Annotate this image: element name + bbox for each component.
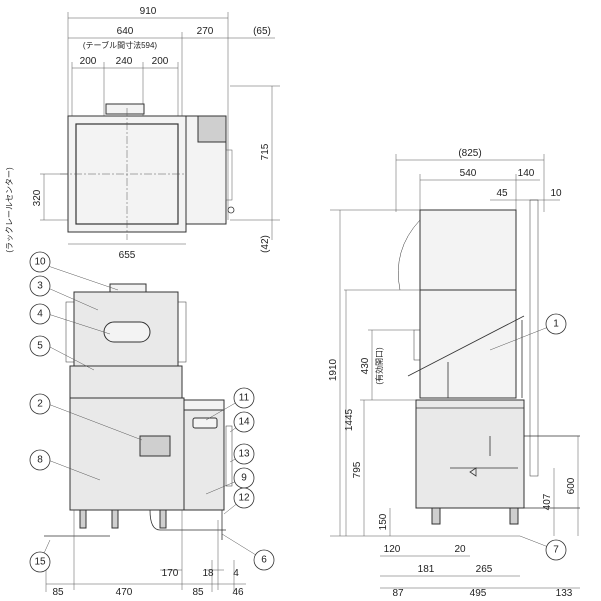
dim-795: 795 (352, 461, 363, 478)
dim-45: 45 (496, 188, 508, 199)
dim-470: 470 (116, 587, 133, 598)
dim-430: 430 (360, 357, 371, 374)
dim-181: 181 (418, 564, 435, 575)
callout-15: 15 (34, 557, 46, 568)
callout-9: 9 (241, 473, 247, 484)
dim-depth: 715 (260, 143, 271, 160)
dim-rail-offset: 320 (32, 189, 43, 206)
dim-120: 120 (384, 544, 401, 555)
dim-1910: 1910 (328, 358, 339, 381)
dim-265: 265 (476, 564, 493, 575)
dim-10: 10 (550, 188, 562, 199)
dim-133: 133 (556, 588, 573, 599)
dim-w1: 200 (80, 56, 97, 67)
dim-46: 46 (232, 587, 244, 598)
dim-407: 407 (542, 493, 553, 510)
callout-4: 4 (37, 309, 43, 320)
callout-3: 3 (37, 281, 43, 292)
dim-w2: 240 (116, 56, 133, 67)
callout-6: 6 (261, 555, 267, 566)
dim-150: 150 (378, 513, 389, 530)
dim-body: 640 (117, 26, 134, 37)
dim-87: 87 (392, 588, 404, 599)
dim-width-bottom: 655 (119, 250, 136, 261)
callout-5: 5 (37, 341, 43, 352)
dim-bottom-depth: (42) (260, 235, 271, 253)
dim-825: (825) (458, 148, 481, 159)
dim-overall: 910 (140, 6, 157, 17)
callout-14: 14 (238, 417, 250, 428)
dim-540: 540 (460, 168, 477, 179)
dim-w3: 200 (152, 56, 169, 67)
dim-side: 270 (197, 26, 214, 37)
dim-1445: 1445 (344, 408, 355, 431)
dim-85b: 85 (192, 587, 204, 598)
top-view: 910 640 270 (65) (テーブル間寸法594) 200 240 20… (5, 6, 280, 261)
callout-2: 2 (37, 399, 43, 410)
dim-18: 18 (202, 568, 214, 579)
table-note: (テーブル間寸法594) (83, 40, 158, 50)
dim-20: 20 (454, 544, 466, 555)
callout-12: 12 (238, 493, 250, 504)
callout-13: 13 (238, 449, 250, 460)
dim-495: 495 (470, 588, 487, 599)
dim-600: 600 (566, 477, 577, 494)
dim-85a: 85 (52, 587, 64, 598)
callout-1: 1 (553, 319, 559, 330)
dim-170: 170 (162, 568, 179, 579)
callouts: 10 3 4 5 2 8 11 14 13 9 12 6 15 1 7 (29, 251, 567, 573)
callout-7: 7 (553, 545, 559, 556)
callout-11: 11 (239, 393, 250, 404)
side-view: (825) 540 140 45 10 1910 1445 (328, 148, 580, 599)
dim-pipe: (65) (253, 26, 271, 37)
callout-10: 10 (34, 257, 46, 268)
dim-140: 140 (518, 168, 535, 179)
callout-8: 8 (37, 455, 43, 466)
dim-4: 4 (233, 568, 239, 579)
front-view: 85 470 85 170 18 4 46 (44, 283, 246, 598)
rail-label: (ラックレールセンター) (5, 167, 14, 253)
dim-opening: (有効開口) (374, 347, 384, 385)
